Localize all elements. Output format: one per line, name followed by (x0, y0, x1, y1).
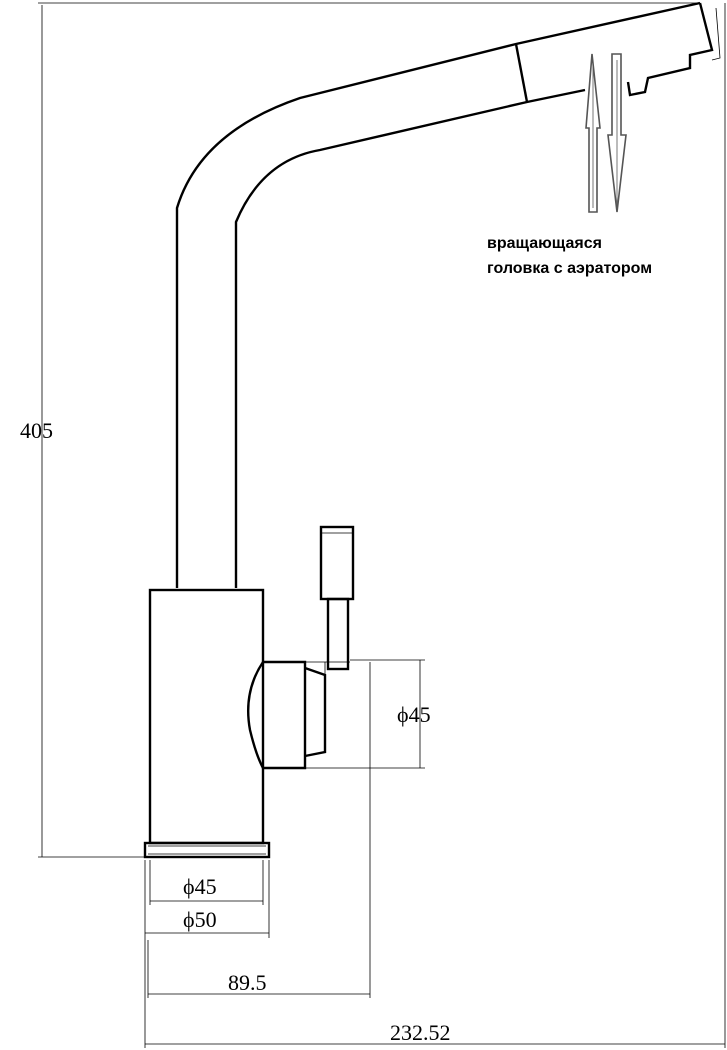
handle-reach-label: 89.5 (228, 970, 267, 995)
aerator-note-line2: головка с аэратором (487, 260, 652, 277)
total-reach-label: 232.52 (390, 1020, 451, 1045)
height-label: 405 (20, 418, 53, 443)
rotation-arrows (585, 53, 627, 213)
handle-dimension (305, 659, 425, 769)
reach-dimensions (144, 3, 726, 1048)
faucet-outline (143, 1, 721, 859)
base-outer-diameter-label: ϕ50 (183, 907, 217, 932)
height-dimension (38, 2, 700, 858)
base-inner-diameter-label: ϕ45 (183, 874, 217, 899)
handle-diameter-label: ϕ45 (397, 702, 431, 727)
aerator-note-line1: вращающаяся (487, 235, 602, 252)
base-dimensions (144, 860, 270, 938)
